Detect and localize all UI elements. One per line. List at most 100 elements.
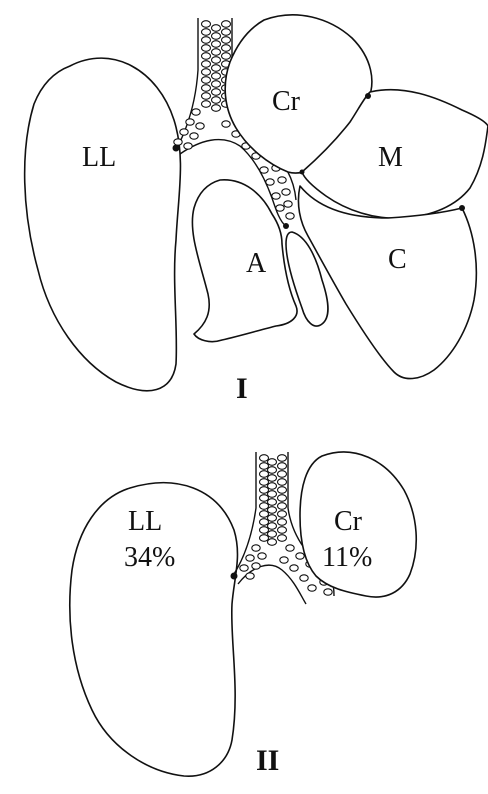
cartilage-ring xyxy=(258,553,266,559)
cartilage-ring xyxy=(192,109,200,115)
cartilage-ring xyxy=(278,495,287,502)
cartilage-ring xyxy=(268,507,277,514)
cartilage-ring xyxy=(278,471,287,478)
cartilage-ring xyxy=(222,121,230,127)
cartilage-ring xyxy=(324,589,332,595)
hilum-dot-accessory xyxy=(283,223,289,229)
cartilage-ring xyxy=(272,193,280,199)
cartilage-ring xyxy=(260,479,269,486)
cartilage-ring xyxy=(212,49,221,56)
cartilage-ring xyxy=(268,531,277,538)
panel-one-caption: I xyxy=(236,372,248,405)
cartilage-ring xyxy=(260,487,269,494)
label-cranial-lobe-two: Cr xyxy=(334,506,363,537)
cartilage-ring xyxy=(240,565,248,571)
cartilage-ring xyxy=(252,563,260,569)
label-caudal-lobe: C xyxy=(388,244,407,275)
cartilage-ring xyxy=(278,519,287,526)
cartilage-ring xyxy=(212,33,221,40)
cartilage-ring xyxy=(286,545,294,551)
cartilage-ring xyxy=(268,467,277,474)
label-cranial-lobe-percent: 11% xyxy=(322,542,372,573)
cartilage-ring xyxy=(212,105,221,112)
label-left-lobe-percent: 34% xyxy=(124,542,175,573)
cartilage-ring xyxy=(222,45,231,52)
cartilage-ring xyxy=(268,539,277,546)
cartilage-ring xyxy=(212,57,221,64)
cartilage-ring xyxy=(260,535,269,542)
cartilage-ring xyxy=(202,61,211,68)
accessory-lobe-shape xyxy=(192,180,297,342)
cartilage-ring xyxy=(278,479,287,486)
cartilage-ring xyxy=(212,73,221,80)
cartilage-ring xyxy=(260,511,269,518)
cartilage-ring xyxy=(260,503,269,510)
label-accessory-lobe: A xyxy=(246,248,267,279)
cartilage-ring xyxy=(246,555,254,561)
cartilage-ring xyxy=(180,129,188,135)
cartilage-ring xyxy=(282,189,290,195)
cartilage-ring xyxy=(276,205,284,211)
label-left-lobe-two: LL xyxy=(128,506,162,537)
cartilage-ring xyxy=(268,491,277,498)
cartilage-ring xyxy=(300,575,308,581)
cartilage-ring xyxy=(268,523,277,530)
cartilage-ring xyxy=(212,25,221,32)
cartilage-ring xyxy=(202,85,211,92)
cartilage-ring xyxy=(222,37,231,44)
cartilage-ring xyxy=(174,139,182,145)
cartilage-ring xyxy=(202,45,211,52)
panel-two-caption: II xyxy=(256,744,279,777)
cartilage-ring xyxy=(278,535,287,542)
label-left-lobe: LL xyxy=(82,142,116,173)
cartilage-ring xyxy=(202,53,211,60)
cartilage-ring xyxy=(222,21,231,28)
cartilage-ring xyxy=(268,475,277,482)
cartilage-ring xyxy=(212,41,221,48)
cartilage-ring xyxy=(186,119,194,125)
cartilage-ring xyxy=(278,463,287,470)
cartilage-ring xyxy=(260,167,268,173)
cartilage-ring xyxy=(212,81,221,88)
cartilage-ring xyxy=(280,557,288,563)
cartilage-ring xyxy=(284,201,292,207)
cartilage-ring xyxy=(184,143,192,149)
panel-two: LL 34% Cr 11% II xyxy=(70,452,416,777)
hilum-dot-left-two xyxy=(231,573,238,580)
cartilage-ring xyxy=(268,459,277,466)
cartilage-ring xyxy=(212,65,221,72)
cartilage-ring xyxy=(260,495,269,502)
label-middle-lobe: M xyxy=(378,142,403,173)
cartilage-ring xyxy=(202,29,211,36)
cartilage-ring xyxy=(202,93,211,100)
cartilage-ring xyxy=(296,553,304,559)
panel-one: LL Cr M A C I xyxy=(25,15,488,405)
cartilage-ring xyxy=(202,21,211,28)
cartilage-ring xyxy=(196,123,204,129)
cartilage-ring xyxy=(246,573,254,579)
cartilage-ring xyxy=(212,97,221,104)
hilum-dot-cranial xyxy=(365,93,371,99)
cartilage-ring xyxy=(212,89,221,96)
cartilage-ring xyxy=(268,499,277,506)
cartilage-ring xyxy=(222,53,231,60)
cartilage-ring xyxy=(268,483,277,490)
hilum-dot-caudal xyxy=(459,205,465,211)
cartilage-ring xyxy=(260,463,269,470)
hilum-dot-middle xyxy=(300,170,305,175)
cartilage-ring xyxy=(278,527,287,534)
cartilage-ring xyxy=(222,29,231,36)
cartilage-ring xyxy=(278,455,287,462)
left-lobe-shape xyxy=(25,58,181,391)
label-cranial-lobe: Cr xyxy=(272,86,301,117)
cartilage-ring xyxy=(260,471,269,478)
cartilage-ring xyxy=(260,519,269,526)
cartilage-ring xyxy=(202,69,211,76)
cartilage-ring xyxy=(278,177,286,183)
cartilage-ring xyxy=(286,213,294,219)
cartilage-ring xyxy=(202,77,211,84)
cartilage-ring xyxy=(190,133,198,139)
cartilage-ring xyxy=(202,37,211,44)
cartilage-ring xyxy=(252,545,260,551)
